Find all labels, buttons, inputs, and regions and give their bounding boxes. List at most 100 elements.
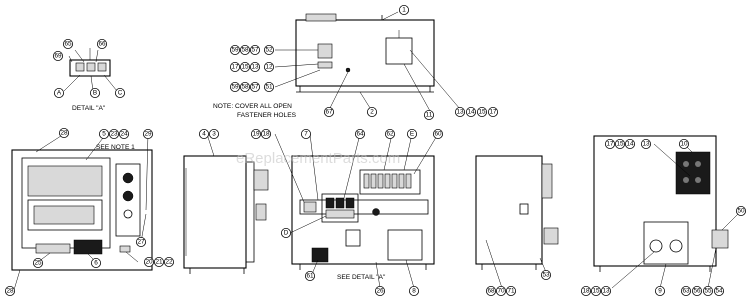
callout-25: 25: [33, 257, 44, 268]
callout-58: 58: [239, 45, 250, 56]
svg-text:29: 29: [144, 131, 152, 138]
svg-text:3: 3: [212, 131, 216, 138]
callout-B: B: [90, 88, 101, 99]
callout-13: 13: [249, 62, 260, 73]
svg-text:17: 17: [489, 109, 497, 116]
svg-text:17: 17: [231, 64, 239, 71]
svg-text:18: 18: [262, 131, 270, 138]
callout-59: 59: [229, 45, 240, 56]
svg-text:8: 8: [412, 288, 416, 295]
svg-text:12: 12: [265, 64, 273, 71]
callout-D: D: [280, 227, 291, 238]
callout-57: 57: [249, 82, 260, 93]
svg-text:C: C: [118, 90, 123, 97]
callout-13: 13: [601, 285, 612, 296]
callout-66: 66: [97, 39, 108, 50]
callout-14: 14: [625, 138, 636, 149]
svg-text:D: D: [284, 230, 289, 237]
svg-text:27: 27: [137, 239, 145, 246]
svg-text:14: 14: [626, 141, 634, 148]
svg-text:69: 69: [54, 53, 62, 60]
callout-4: 4: [198, 128, 209, 139]
callout-27: 27: [135, 236, 146, 247]
svg-text:67: 67: [325, 109, 333, 116]
leader-lines: [13, 11, 742, 291]
callout-17: 17: [605, 138, 616, 149]
svg-text:A: A: [57, 90, 62, 97]
svg-text:59: 59: [231, 47, 239, 54]
svg-text:11: 11: [426, 112, 433, 119]
svg-text:23: 23: [110, 131, 118, 138]
callout-9: 9: [655, 285, 666, 296]
svg-text:59: 59: [231, 84, 239, 91]
front-panel-enclosure: [11, 149, 153, 271]
callout-56: 56: [692, 285, 703, 296]
svg-text:68: 68: [487, 288, 495, 295]
callout-20: 20: [143, 256, 154, 267]
callout-C: C: [115, 88, 126, 99]
svg-text:4: 4: [202, 131, 206, 138]
callout-57: 57: [249, 45, 260, 56]
callout-8: 8: [408, 285, 419, 296]
callout-17: 17: [487, 107, 498, 118]
svg-text:5: 5: [102, 131, 106, 138]
svg-text:13: 13: [251, 64, 259, 71]
callout-29: 29: [142, 128, 153, 139]
callout-13: 13: [454, 107, 465, 118]
interior-view-enclosure: [291, 155, 435, 270]
callout-60: 60: [432, 128, 443, 139]
svg-text:9: 9: [658, 288, 662, 295]
svg-text:60: 60: [434, 131, 442, 138]
callout-24: 24: [119, 128, 130, 139]
svg-text:10: 10: [680, 141, 688, 148]
svg-text:13: 13: [642, 141, 650, 148]
callout-67: 67: [323, 107, 334, 118]
callout-54: 54: [714, 285, 725, 296]
callout-5: 5: [99, 128, 110, 139]
callout-15: 15: [615, 138, 626, 149]
callout-26: 26: [374, 285, 385, 296]
watermark: eReplacementParts.com: [236, 150, 400, 167]
callout-62: 62: [384, 128, 395, 139]
callout-1: 1: [398, 5, 409, 15]
top-enclosure: [295, 13, 435, 93]
callout-3: 3: [208, 128, 219, 139]
callout-10: 10: [679, 138, 690, 149]
svg-text:55: 55: [704, 288, 712, 295]
svg-text:17: 17: [606, 141, 614, 148]
callout-11: 11: [423, 110, 434, 121]
side-view-enclosure: [183, 155, 269, 274]
svg-text:21: 21: [155, 259, 163, 266]
svg-text:28: 28: [60, 130, 68, 137]
callout-70: 70: [495, 285, 506, 296]
callout-63: 63: [681, 285, 692, 296]
svg-text:13: 13: [456, 109, 464, 116]
svg-text:56: 56: [693, 288, 701, 295]
callout-68: 68: [485, 285, 496, 296]
callout-2: 2: [366, 107, 377, 118]
callout-22: 22: [163, 256, 174, 267]
see-detail-a-label: SEE DETAIL "A": [337, 274, 386, 281]
svg-text:B: B: [93, 90, 97, 97]
svg-text:52: 52: [265, 47, 273, 54]
svg-text:57: 57: [251, 47, 259, 54]
svg-text:63: 63: [682, 288, 690, 295]
svg-text:15: 15: [241, 64, 249, 71]
svg-text:71: 71: [507, 288, 515, 295]
svg-text:70: 70: [497, 288, 505, 295]
callout-A: A: [54, 88, 65, 99]
callout-28: 28: [5, 285, 15, 296]
callout-12: 12: [263, 62, 274, 73]
svg-text:65: 65: [64, 41, 72, 48]
svg-text:50: 50: [737, 208, 745, 215]
callout-52: 52: [263, 45, 274, 56]
callout-65: 65: [63, 39, 74, 50]
callout-58: 58: [239, 82, 250, 93]
cover-holes-note-line2: FASTENER HOLES: [237, 112, 297, 119]
svg-text:24: 24: [120, 131, 128, 138]
callout-13: 13: [641, 138, 652, 149]
detail-a-terminal-block: [63, 48, 118, 92]
svg-text:26: 26: [376, 288, 384, 295]
